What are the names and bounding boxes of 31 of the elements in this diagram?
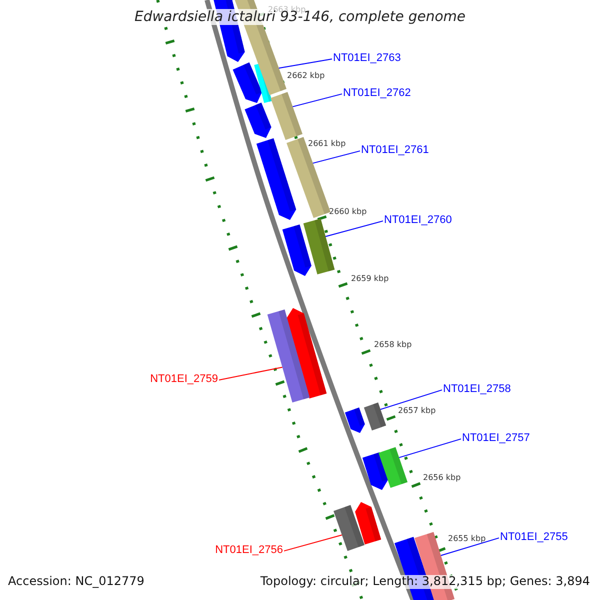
gene-bar (270, 92, 302, 140)
gene-label: NT01EI_2761 (361, 144, 429, 157)
genome-info-text: Topology: circular; Length: 3,812,315 bp; Genes: 3,894 (260, 574, 590, 589)
leader-line (292, 93, 342, 108)
scale-label: 2661 kbp (308, 139, 346, 148)
leader-line (380, 389, 442, 410)
gene-label: NT01EI_2763 (333, 52, 401, 65)
gene-label: NT01EI_2756 (215, 544, 283, 557)
gene-bar (378, 447, 408, 488)
gene-bar (334, 505, 364, 551)
leader-line (398, 438, 462, 458)
gene-label: NT01EI_2762 (343, 87, 411, 100)
leader-line (284, 534, 342, 552)
accession-text: Accession: NC_012779 (8, 574, 144, 589)
gene-label: NT01EI_2759 (150, 373, 218, 386)
leader-line (440, 537, 500, 556)
scale-label: 2658 kbp (374, 340, 412, 350)
gene-bar (267, 310, 310, 402)
gene-bar (286, 136, 330, 218)
scale-label: 2660 kbp (329, 207, 367, 216)
scale-label: 2655 kbp (448, 534, 486, 544)
gene-label: NT01EI_2760 (384, 214, 452, 227)
gene-bar (303, 218, 335, 274)
leader-line (218, 366, 283, 380)
leader-line (278, 58, 332, 69)
leader-line (312, 150, 360, 164)
gene-label: NT01EI_2757 (462, 432, 530, 445)
gene-bar (364, 402, 386, 430)
leader-line (325, 220, 384, 237)
gene-label: NT01EI_2758 (443, 383, 511, 396)
gene-label: NT01EI_2755 (500, 531, 568, 544)
